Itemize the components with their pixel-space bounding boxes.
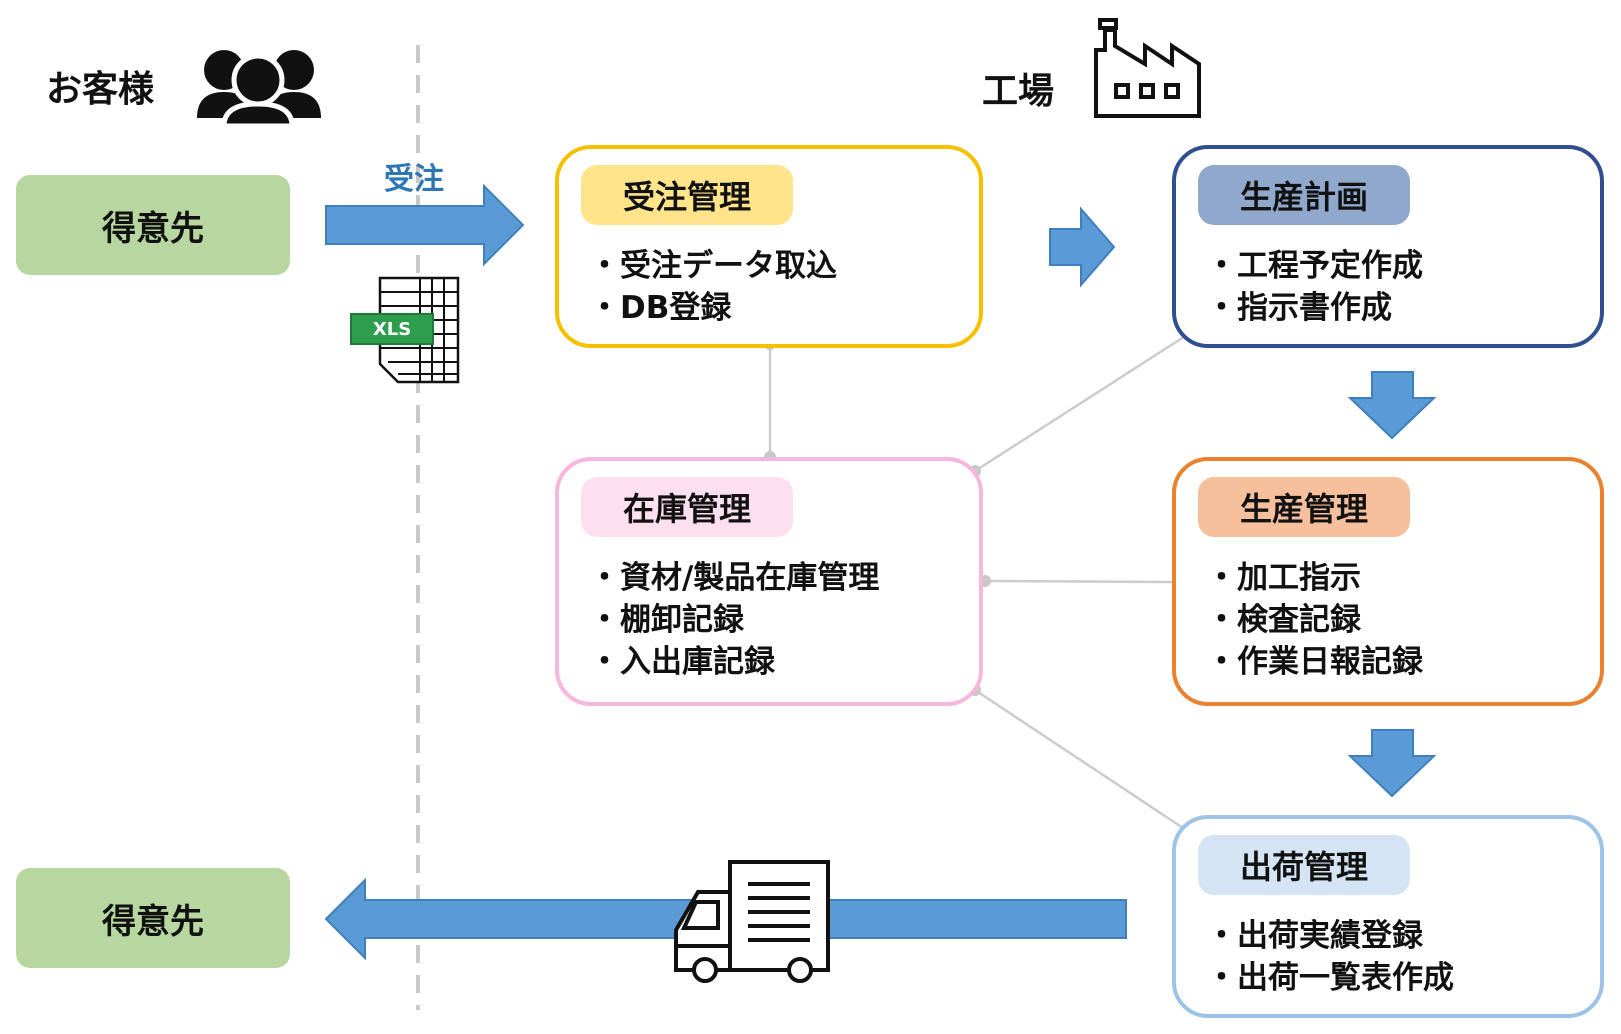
arrow-order-to-plan (1049, 206, 1116, 288)
arrow-production-to-shipping (1347, 729, 1437, 798)
card-title: 在庫管理 (581, 477, 793, 537)
order-arrow (325, 183, 525, 267)
card-items: ・工程予定作成 ・指示書作成 (1206, 245, 1423, 329)
customer-title: お客様 (46, 69, 155, 110)
card-shipping-management: 出荷管理 ・出荷実績登録 ・出荷一覧表作成 (1172, 815, 1604, 1018)
card-item: ・加工指示 (1206, 560, 1361, 596)
card-item: ・指示書作成 (1206, 290, 1392, 326)
connector-inventory-shipping (974, 688, 1187, 832)
xls-label: XLS (372, 318, 412, 340)
card-items: ・加工指示 ・検査記録 ・作業日報記録 (1206, 557, 1423, 683)
card-item: ・受注データ取込 (589, 248, 837, 284)
card-title: 生産計画 (1198, 165, 1410, 225)
card-item: ・資材/製品在庫管理 (589, 560, 880, 596)
connector-inventory-plan (974, 331, 1191, 473)
customer-box-bottom: 得意先 (16, 868, 290, 968)
card-item: ・検査記録 (1206, 602, 1361, 638)
card-inventory-management: 在庫管理 ・資材/製品在庫管理 ・棚卸記録 ・入出庫記録 (555, 457, 983, 706)
arrow-plan-to-production (1347, 371, 1437, 440)
card-items: ・受注データ取込 ・DB登録 (589, 245, 837, 329)
card-production-management: 生産管理 ・加工指示 ・検査記録 ・作業日報記録 (1172, 457, 1604, 706)
card-item: ・作業日報記録 (1206, 644, 1423, 680)
truck-icon (674, 860, 830, 983)
order-arrow-label: 受注 (384, 162, 444, 197)
factory-title: 工場 (982, 71, 1055, 112)
card-item: ・DB登録 (589, 290, 732, 326)
card-item: ・入出庫記録 (589, 644, 775, 680)
card-item: ・棚卸記録 (589, 602, 744, 638)
card-production-plan: 生産計画 ・工程予定作成 ・指示書作成 (1172, 145, 1604, 348)
card-title: 出荷管理 (1198, 835, 1410, 895)
customer-box-top: 得意先 (16, 175, 290, 275)
card-item: ・出荷一覧表作成 (1206, 960, 1454, 996)
factory-icon (1094, 18, 1201, 118)
card-items: ・出荷実績登録 ・出荷一覧表作成 (1206, 915, 1454, 999)
people-icon (197, 50, 321, 129)
card-item: ・出荷実績登録 (1206, 918, 1423, 954)
connector-inventory-production (984, 579, 1179, 584)
card-items: ・資材/製品在庫管理 ・棚卸記録 ・入出庫記録 (589, 557, 879, 683)
spreadsheet-icon (350, 276, 460, 384)
card-order-management: 受注管理 ・受注データ取込 ・DB登録 (555, 145, 983, 348)
card-item: ・工程予定作成 (1206, 248, 1423, 284)
card-title: 生産管理 (1198, 477, 1410, 537)
card-title: 受注管理 (581, 165, 793, 225)
